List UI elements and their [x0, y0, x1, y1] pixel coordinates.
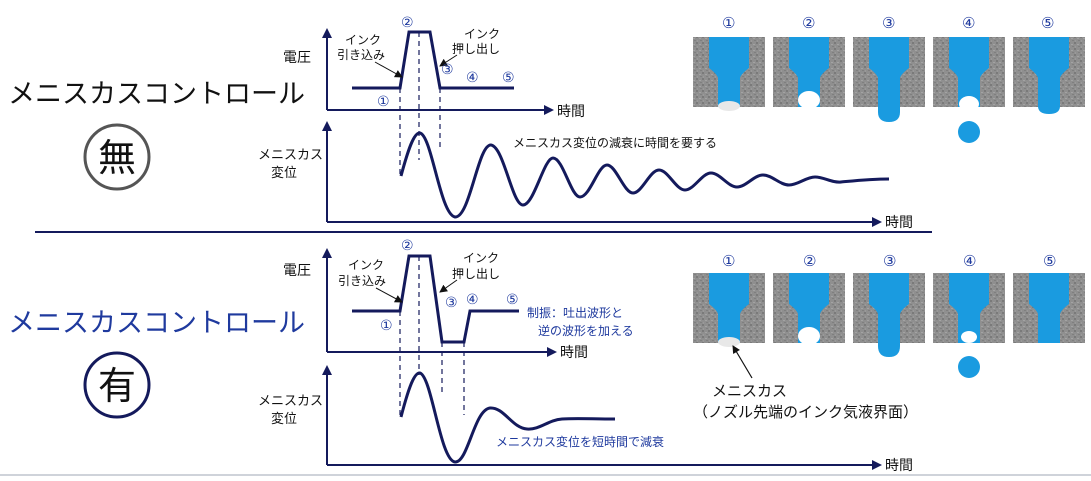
bottom-badge-text: 有 — [98, 364, 136, 408]
bottom-step-1: ① — [380, 318, 393, 334]
bottom-step-2: ② — [401, 238, 414, 254]
bottom-ink-pull-label-2: 引き込み — [338, 274, 386, 288]
top-displacement-label-2: 変位 — [271, 165, 297, 181]
top-image-number-1: ① — [722, 14, 735, 32]
top-ink-push-label-1: インク — [464, 27, 500, 41]
top-displacement-label-1: メニスカス — [258, 148, 323, 163]
top-ink-push-label-2: 押し出し — [452, 42, 500, 56]
top-voltage-time-label: 時間 — [557, 104, 585, 120]
bottom-voltage-time-label: 時間 — [560, 345, 588, 361]
bottom-image-number-3: ③ — [883, 252, 896, 270]
top-ink-pull-label-1: インク — [345, 33, 381, 47]
bottom-image-number-1: ① — [722, 252, 735, 270]
top-title: メニスカスコントロール — [8, 79, 305, 110]
top-nozzle-image-4 — [933, 37, 1005, 143]
bottom-nozzle-images: ① ② ③ ④ ⑤ — [693, 252, 1085, 421]
bottom-guide-lines — [399, 256, 465, 418]
bottom-nozzle-image-3 — [853, 273, 925, 357]
top-step-1: ① — [377, 94, 390, 110]
bottom-step-3: ③ — [445, 295, 458, 311]
top-displacement-time-label: 時間 — [885, 215, 913, 231]
bottom-step-5: ⑤ — [506, 292, 519, 308]
bottom-displacement-waveform — [399, 371, 616, 464]
bottom-voltage-chart: 電圧 時間 インク 引き込み インク 押し出し ① ② ③ ④ ⑤ 制振：吐出波… — [283, 238, 634, 361]
top-image-number-2: ② — [802, 14, 815, 32]
top-nozzle-image-3 — [853, 37, 925, 122]
bottom-nozzle-image-4 — [933, 273, 1005, 378]
top-step-2: ② — [401, 15, 414, 31]
top-displacement-waveform — [399, 131, 890, 219]
top-image-number-3: ③ — [882, 14, 895, 32]
bottom-displacement-label-2: 変位 — [271, 411, 297, 427]
bottom-step-4: ④ — [466, 292, 479, 308]
top-voltage-label: 電圧 — [283, 50, 311, 66]
bottom-nozzle-image-2 — [773, 273, 845, 345]
top-image-number-4: ④ — [962, 14, 975, 32]
bottom-displacement-label-1: メニスカス — [258, 394, 323, 409]
bottom-title: メニスカスコントロール — [8, 308, 305, 339]
bottom-badge: 有 — [83, 351, 151, 419]
bottom-ink-push-label-1: インク — [463, 251, 499, 265]
bottom-displacement-chart: メニスカス 変位 時間 メニスカス変位を短時間で減衰 — [258, 365, 913, 474]
bottom-nozzle-image-5 — [1013, 273, 1085, 343]
meniscus-callout-arrow — [732, 345, 753, 379]
top-annotation: メニスカス変位の減衰に時間を要する — [513, 135, 717, 150]
bottom-ink-pull-label-1: インク — [348, 258, 384, 272]
top-badge: 無 — [83, 123, 151, 191]
bottom-damping-label-2: 逆の波形を加える — [538, 323, 634, 338]
bottom-voltage-label: 電圧 — [283, 263, 311, 279]
top-nozzle-image-5 — [1013, 37, 1085, 114]
bottom-nozzle-image-1 — [693, 273, 765, 347]
bottom-displacement-time-label: 時間 — [885, 458, 913, 474]
top-voltage-chart: 電圧 時間 インク 引き込み インク 押し出し ① ② ③ ④ ⑤ — [283, 15, 585, 120]
top-ink-pull-label-2: 引き込み — [337, 48, 385, 62]
bottom-image-number-4: ④ — [963, 252, 976, 270]
bottom-annotation: メニスカス変位を短時間で減衰 — [496, 434, 664, 449]
bottom-image-number-2: ② — [803, 252, 816, 270]
top-guide-lines — [399, 32, 441, 175]
top-step-4: ④ — [466, 70, 479, 86]
top-displacement-chart: メニスカス 変位 時間 メニスカス変位の減衰に時間を要する — [258, 121, 913, 231]
top-badge-text: 無 — [98, 136, 136, 180]
top-nozzle-images: ① ② ③ ④ ⑤ — [693, 14, 1085, 143]
bottom-ink-push-label-2: 押し出し — [452, 267, 500, 281]
bottom-damping-label-1: 制振：吐出波形と — [527, 306, 623, 320]
top-nozzle-image-2 — [773, 37, 845, 109]
bottom-image-number-5: ⑤ — [1043, 252, 1056, 270]
meniscus-callout-label-2: （ノズル先端のインク気液界面） — [693, 403, 918, 421]
top-step-3: ③ — [441, 62, 454, 78]
top-step-5: ⑤ — [502, 70, 515, 86]
top-nozzle-image-1 — [693, 37, 765, 111]
meniscus-callout-label-1: メニスカス — [712, 382, 787, 400]
top-image-number-5: ⑤ — [1041, 14, 1054, 32]
